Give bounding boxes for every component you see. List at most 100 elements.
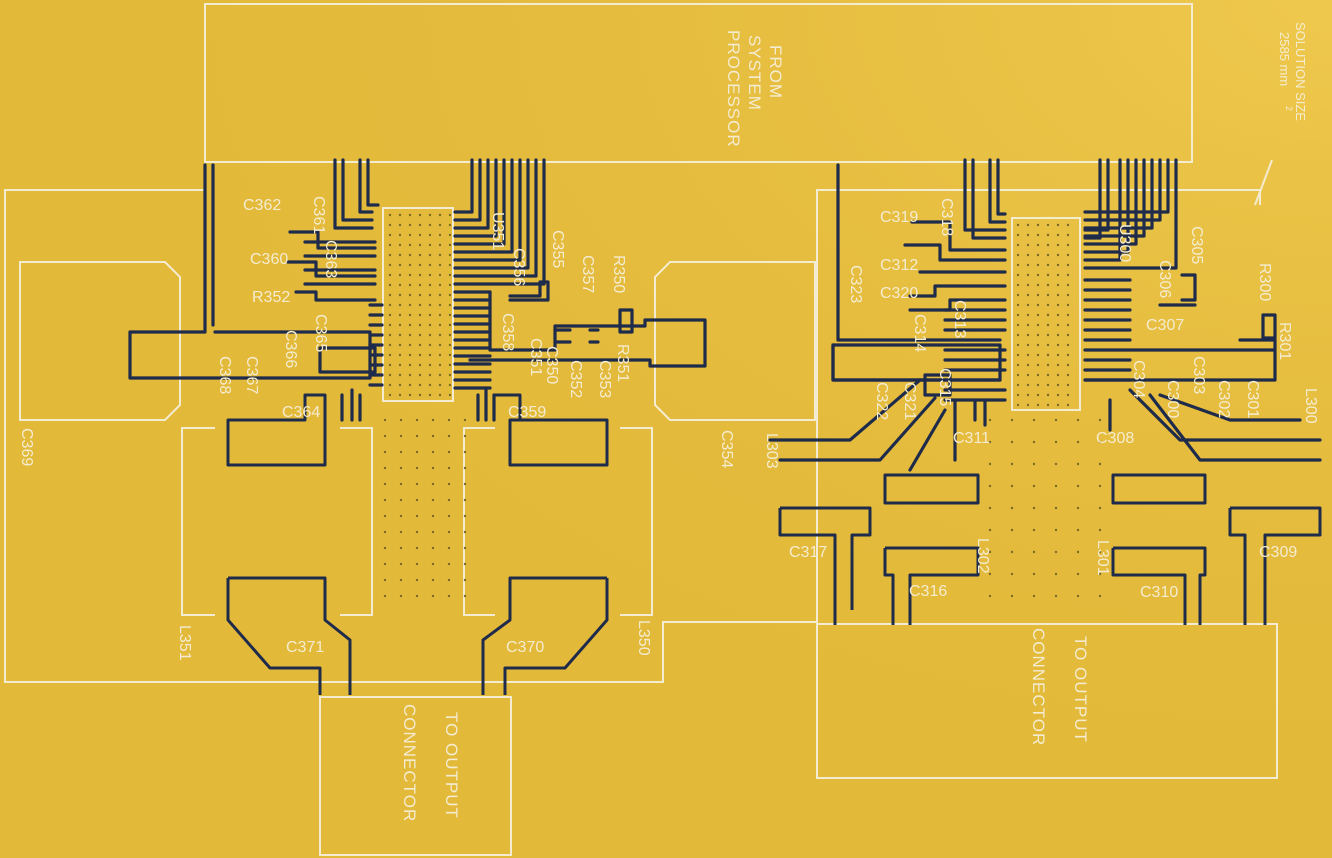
ref-c352: C352 bbox=[567, 360, 584, 398]
via-dot bbox=[447, 578, 451, 582]
via-dot bbox=[1066, 263, 1070, 267]
via-dot bbox=[415, 546, 419, 550]
via-dot bbox=[1036, 293, 1040, 297]
l351-bottom-pad bbox=[226, 576, 352, 695]
via-dot bbox=[408, 253, 412, 257]
via-dot bbox=[428, 223, 432, 227]
ref-c368: C368 bbox=[216, 356, 233, 394]
via-dot bbox=[448, 383, 452, 387]
via-dot bbox=[1036, 373, 1040, 377]
via-dot bbox=[1066, 393, 1070, 397]
via-dot bbox=[447, 482, 451, 486]
via-dot bbox=[448, 323, 452, 327]
right-passive-traces bbox=[903, 220, 1007, 312]
c315-pad bbox=[923, 373, 952, 397]
ref-c321: C321 bbox=[901, 382, 918, 420]
left-output-note: TO OUTPUT CONNECTOR bbox=[400, 704, 461, 822]
ref-c300: C300 bbox=[1164, 380, 1181, 418]
left-control-traces bbox=[333, 158, 380, 230]
via-dot bbox=[463, 530, 467, 534]
via-dot bbox=[415, 418, 419, 422]
via-dot bbox=[383, 418, 387, 422]
via-dot bbox=[448, 263, 452, 267]
via-dot bbox=[388, 363, 392, 367]
via-dot bbox=[448, 393, 452, 397]
via-dot bbox=[431, 562, 435, 566]
via-dot bbox=[1010, 594, 1014, 598]
via-dot bbox=[415, 530, 419, 534]
via-dot bbox=[431, 418, 435, 422]
r300-pad bbox=[1261, 313, 1277, 340]
via-dot bbox=[1026, 243, 1030, 247]
via-dot bbox=[1054, 506, 1058, 510]
via-dot bbox=[448, 303, 452, 307]
via-dot bbox=[1046, 303, 1050, 307]
via-dot bbox=[1066, 253, 1070, 257]
via-dot bbox=[418, 383, 422, 387]
via-dot bbox=[431, 546, 435, 550]
via-dot bbox=[415, 514, 419, 518]
via-dot bbox=[1026, 293, 1030, 297]
left-output-connector-outline bbox=[319, 696, 512, 856]
via-dot bbox=[438, 293, 442, 297]
via-dot bbox=[1026, 253, 1030, 257]
processor-connector-outline bbox=[204, 3, 1193, 163]
via-dot bbox=[1066, 363, 1070, 367]
via-dot bbox=[438, 363, 442, 367]
via-dot bbox=[438, 333, 442, 337]
via-dot bbox=[447, 466, 451, 470]
via-dot bbox=[1026, 333, 1030, 337]
via-dot bbox=[388, 303, 392, 307]
via-dot bbox=[1066, 283, 1070, 287]
via-dot bbox=[408, 233, 412, 237]
via-dot bbox=[383, 482, 387, 486]
via-dot bbox=[431, 530, 435, 534]
via-dot bbox=[438, 273, 442, 277]
ref-c371: C371 bbox=[286, 639, 324, 656]
via-dot bbox=[383, 450, 387, 454]
via-dot bbox=[1026, 273, 1030, 277]
ref-c360: C360 bbox=[250, 251, 288, 268]
via-dot bbox=[1016, 223, 1020, 227]
via-dot bbox=[1016, 363, 1020, 367]
via-dot bbox=[1066, 303, 1070, 307]
via-dot bbox=[1046, 383, 1050, 387]
ref-c353: C353 bbox=[596, 360, 613, 398]
via-dot bbox=[1098, 462, 1102, 466]
ref-r300: R300 bbox=[1256, 263, 1273, 301]
via-dot bbox=[1046, 393, 1050, 397]
via-dot bbox=[988, 506, 992, 510]
via-dot bbox=[388, 233, 392, 237]
solution-size-value: 2585 mm bbox=[1277, 32, 1292, 86]
via-dot bbox=[398, 233, 402, 237]
via-dot bbox=[388, 353, 392, 357]
via-dot bbox=[1010, 506, 1014, 510]
via-dot bbox=[418, 313, 422, 317]
ref-c306: C306 bbox=[1156, 260, 1173, 298]
via-field bbox=[383, 213, 1102, 598]
via-dot bbox=[1036, 313, 1040, 317]
via-dot bbox=[418, 333, 422, 337]
right-output-line1: TO OUTPUT bbox=[1071, 636, 1090, 743]
ref-c350: C350 bbox=[543, 346, 560, 384]
via-dot bbox=[1098, 506, 1102, 510]
via-dot bbox=[431, 450, 435, 454]
via-dot bbox=[1026, 233, 1030, 237]
via-dot bbox=[383, 578, 387, 582]
via-dot bbox=[1010, 418, 1014, 422]
r350-pad bbox=[618, 308, 634, 334]
ref-c351: C351 bbox=[527, 338, 544, 376]
via-dot bbox=[415, 594, 419, 598]
via-dot bbox=[418, 323, 422, 327]
u300-left-pins bbox=[943, 308, 1007, 402]
c311-traces bbox=[973, 398, 987, 427]
via-dot bbox=[431, 482, 435, 486]
via-dot bbox=[438, 253, 442, 257]
via-dot bbox=[1076, 484, 1080, 488]
ref-c322: C322 bbox=[873, 382, 890, 420]
right-control-traces bbox=[963, 158, 1007, 240]
l301-bottom-pad bbox=[1111, 546, 1207, 625]
via-dot bbox=[428, 233, 432, 237]
solution-size-leader bbox=[1254, 159, 1273, 206]
via-dot bbox=[1046, 373, 1050, 377]
